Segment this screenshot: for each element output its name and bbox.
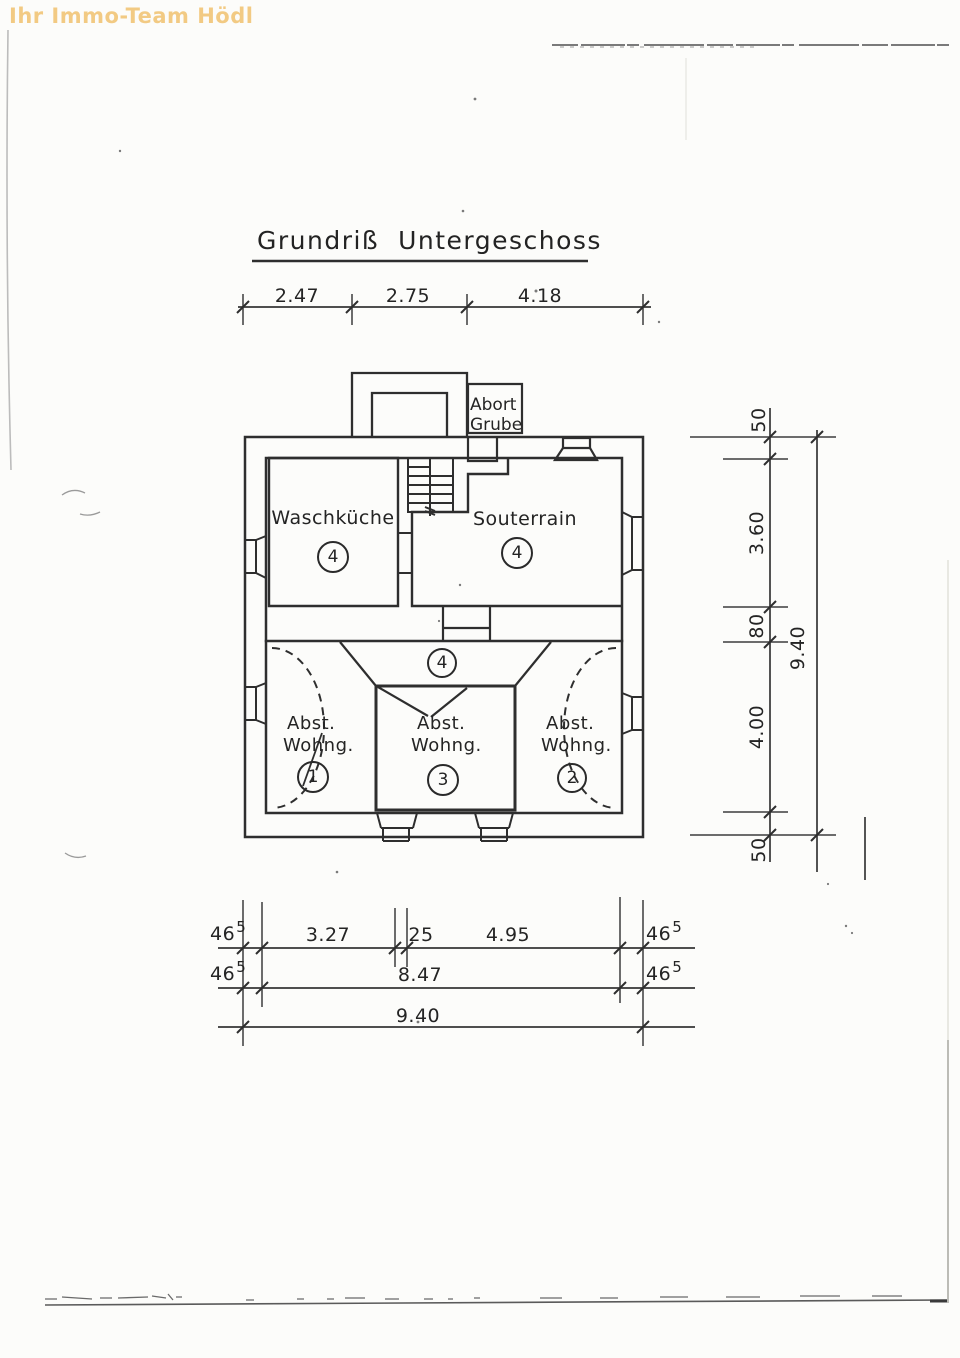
souterrain-outline xyxy=(410,459,622,608)
page-title: Grundriß Untergeschoss xyxy=(257,226,602,255)
offset-sup: 5 xyxy=(672,918,683,936)
room2-label-line2: Wohng. xyxy=(541,735,612,756)
scan-specks xyxy=(118,97,854,1024)
dim-right-50-top: 50 xyxy=(748,407,771,433)
bottom-vent-wells xyxy=(376,812,514,842)
dim-bottom-offset-left2: 465 xyxy=(210,958,246,986)
dim-bottom-25: 25 xyxy=(408,924,434,946)
room1-label-line2: Wohng. xyxy=(283,735,354,756)
dimension-extension-lines xyxy=(242,294,836,1046)
room3-label-line1: Abst. xyxy=(417,713,466,734)
room-number-waschkueche: 4 xyxy=(317,541,349,573)
dim-top-3: 4.18 xyxy=(517,285,563,307)
room-number-souterrain: 4 xyxy=(501,537,533,569)
offset-base: 46 xyxy=(646,963,672,985)
offset-base: 46 xyxy=(646,923,672,945)
door-opening-bars xyxy=(398,532,412,574)
dimension-lines xyxy=(218,306,866,1028)
room-number-chute: 4 xyxy=(427,648,457,678)
light-well-top xyxy=(350,371,469,437)
offset-sup: 5 xyxy=(236,958,247,976)
dim-bottom-offset-left1: 465 xyxy=(210,918,246,946)
watermark-text: Ihr Immo-Team Hödl xyxy=(9,4,254,28)
dim-right-80: 80 xyxy=(746,613,769,639)
room-number-abst3: 3 xyxy=(427,764,459,796)
dimension-ticks xyxy=(236,300,824,1034)
offset-sup: 5 xyxy=(236,918,247,936)
offset-sup: 5 xyxy=(672,958,683,976)
storage-room3-outline xyxy=(374,684,517,812)
abort-label-line2: Grube xyxy=(470,415,523,435)
dim-top-1: 2.47 xyxy=(274,285,320,307)
chute-funnel xyxy=(339,641,552,718)
dim-right-50-bottom: 50 xyxy=(748,837,771,863)
room2-label-line1: Abst. xyxy=(546,713,595,734)
stairs xyxy=(407,457,454,516)
dim-top-2: 2.75 xyxy=(385,285,431,307)
offset-base: 46 xyxy=(210,923,236,945)
abort-label-line1: Abort xyxy=(470,395,517,415)
window-symbols xyxy=(245,511,643,735)
dim-right-total: 9.40 xyxy=(787,625,810,671)
dim-right-400: 4.00 xyxy=(746,704,769,750)
door-swing-arcs xyxy=(271,647,617,809)
room-number-abst1: 1 xyxy=(297,761,329,793)
room-label-souterrain: Souterrain xyxy=(472,508,578,530)
duct-box xyxy=(441,606,492,641)
dim-bottom-total: 9.40 xyxy=(395,1005,441,1027)
room3-label-line2: Wohng. xyxy=(411,735,482,756)
room-number-abst2: 2 xyxy=(557,763,587,793)
dim-bottom-847: 8.47 xyxy=(397,964,443,986)
room-label-waschkueche: Waschküche xyxy=(271,507,395,529)
dim-bottom-327: 3.27 xyxy=(305,924,351,946)
dim-right-360: 3.60 xyxy=(746,510,769,556)
dim-bottom-offset-right1: 465 xyxy=(646,918,682,946)
offset-base: 46 xyxy=(210,963,236,985)
dim-bottom-offset-right2: 465 xyxy=(646,958,682,986)
abort-grube-outline xyxy=(466,382,524,463)
chimney-symbol xyxy=(552,436,599,462)
scan-artifacts xyxy=(6,29,950,1306)
dim-bottom-495: 4.95 xyxy=(485,924,531,946)
room1-label-line1: Abst. xyxy=(287,713,336,734)
waschkueche-outline xyxy=(267,456,400,608)
